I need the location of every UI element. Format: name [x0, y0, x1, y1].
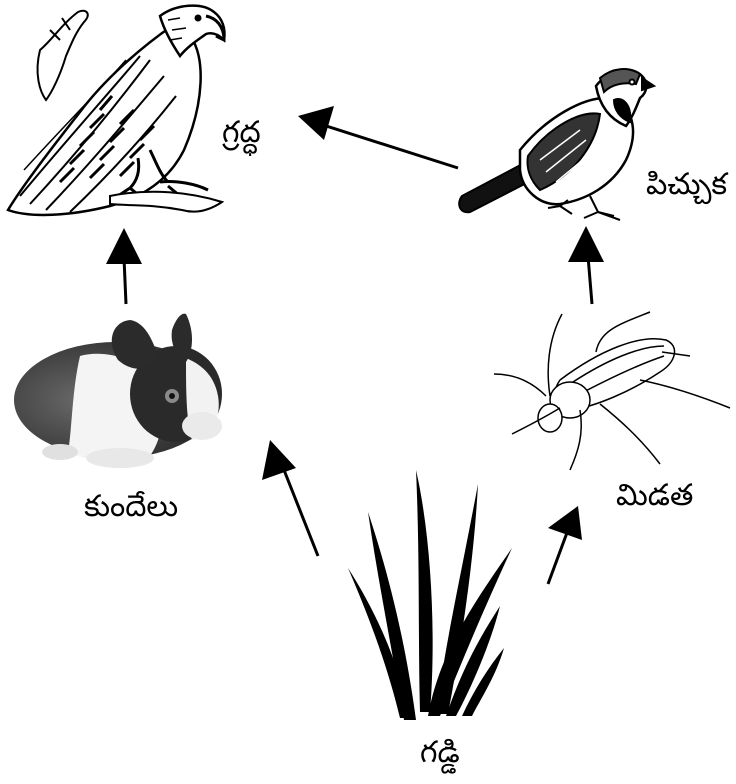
grasshopper-illustration [494, 312, 730, 470]
arrow-grass-to-grasshopper [548, 506, 582, 584]
label-eagle: గ్రద్ధ [222, 118, 261, 148]
grass-illustration [348, 470, 512, 720]
arrow-rabbit-to-eagle [106, 228, 142, 304]
arrow-grass-to-rabbit [262, 440, 318, 556]
sparrow-illustration [459, 69, 654, 220]
eagle-illustration [8, 6, 225, 215]
label-grasshopper: మిడత [616, 481, 693, 511]
rabbit-illustration [14, 314, 222, 468]
label-rabbit: కుందేలు [84, 492, 178, 522]
arrow-grasshopper-to-sparrow [568, 226, 604, 304]
arrow-sparrow-to-eagle [298, 106, 458, 168]
label-grass: గడ్డి [420, 738, 460, 768]
label-sparrow: పిచ్చుక [646, 170, 727, 200]
